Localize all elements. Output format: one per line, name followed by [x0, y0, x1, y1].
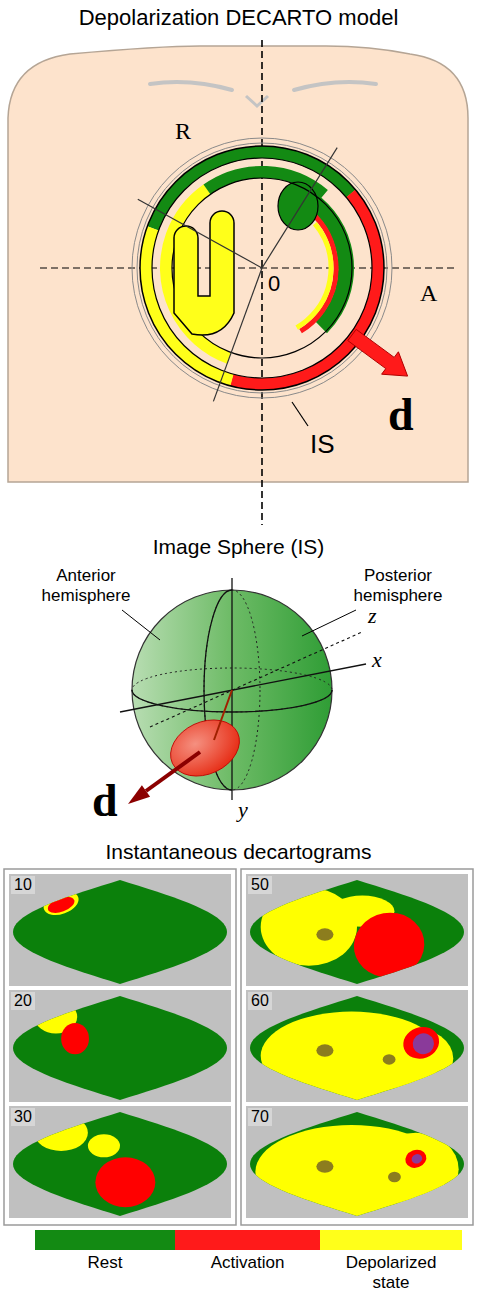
collarbone [150, 82, 232, 90]
region-letter: R [175, 118, 191, 144]
panel-background [9, 1106, 231, 1218]
decartogram-panel: 20 [9, 990, 231, 1102]
rest-band [113, 119, 410, 416]
map-region [349, 907, 430, 983]
depolarized-band [120, 126, 404, 410]
rest-area [13, 1112, 227, 1216]
panel-background [9, 874, 231, 986]
decartogram-panel: 60 [246, 990, 468, 1102]
map-region [34, 1115, 88, 1151]
axis-label: z [368, 604, 377, 628]
decartogram-panel: 70 [246, 1106, 468, 1218]
legend-swatch [35, 1230, 175, 1250]
decartogram-map [246, 990, 468, 1102]
vector-label: d [92, 778, 118, 824]
z-axis [150, 632, 362, 727]
map-region [410, 1153, 423, 1165]
decartogram-panel: 10 [9, 874, 231, 986]
x-axis [120, 664, 366, 712]
map-region [40, 887, 81, 919]
map-region [316, 1160, 333, 1172]
panel-background [9, 990, 231, 1102]
y-axis [231, 578, 232, 800]
leader-line [122, 610, 160, 640]
dipole-arrow [348, 329, 408, 376]
panel-frame [241, 869, 473, 1225]
origin-label: 0 [268, 272, 280, 296]
decartogram-map [9, 874, 231, 986]
map-region [88, 1134, 120, 1157]
axis-label: x [372, 648, 382, 672]
legend-label: Depolarized state [336, 1253, 446, 1292]
section-heading: Instantaneous decartograms [0, 840, 477, 863]
hemisphere-label: Anterior hemisphere [30, 566, 142, 605]
map-region [61, 1023, 89, 1054]
time-label: 50 [248, 876, 272, 894]
panel-frame [4, 869, 236, 1225]
rest-area [13, 996, 227, 1100]
rest-band [128, 134, 395, 401]
activation-band [99, 105, 426, 432]
map-region [388, 1172, 401, 1182]
map-region [95, 1157, 155, 1207]
sphere-label: IS [310, 430, 335, 459]
time-label: 10 [11, 876, 35, 894]
decartogram-map [9, 1106, 231, 1218]
vertical-axis [261, 40, 263, 525]
map-region [399, 1022, 444, 1064]
sector-boundary [262, 148, 337, 268]
legend-label: Activation [175, 1253, 320, 1273]
sector-boundary [138, 199, 262, 268]
axis-label: y [238, 798, 248, 822]
time-label: 20 [11, 992, 35, 1010]
decartogram-panel: 30 [9, 1106, 231, 1218]
map-region [46, 894, 77, 916]
vector-label: d [388, 392, 414, 438]
panel-background [246, 990, 468, 1102]
figure-title: Depolarization DECARTO model [0, 6, 477, 30]
map-region [383, 1054, 396, 1064]
rest-area [13, 880, 227, 984]
legend-swatch [320, 1230, 462, 1250]
time-label: 60 [248, 992, 272, 1010]
time-label: 30 [11, 1108, 35, 1126]
decartogram-map [9, 990, 231, 1102]
panel-background [246, 874, 468, 986]
map-region [410, 1030, 437, 1057]
map-region [316, 1044, 333, 1056]
depolarized-region [174, 211, 234, 335]
map-region [373, 1133, 459, 1206]
collarbone [294, 82, 376, 90]
legend-label: Rest [35, 1253, 175, 1273]
map-region [403, 1147, 429, 1171]
horizontal-axis [40, 267, 455, 268]
torso-outline [8, 46, 468, 482]
decartogram-map [246, 874, 468, 986]
leader-line [292, 402, 308, 426]
section-heading: Image Sphere (IS) [0, 535, 477, 558]
dipole-line [214, 690, 232, 740]
sternal-notch [246, 96, 268, 106]
rest-hook-head [278, 182, 318, 230]
legend-swatch [175, 1230, 320, 1250]
sector-boundary [213, 268, 262, 401]
rest-area [250, 996, 464, 1100]
dipole-arrow [146, 752, 200, 791]
leader-line [302, 610, 356, 636]
decartogram-map [246, 1106, 468, 1218]
hemisphere-label: Posterior hemisphere [338, 566, 458, 605]
region-letter: A [420, 280, 437, 306]
rest-area [250, 880, 464, 984]
time-label: 70 [248, 1108, 272, 1126]
activation-spot [161, 709, 248, 787]
decartogram-panel: 50 [246, 874, 468, 986]
panel-background [246, 1106, 468, 1218]
dipole-arrowhead [128, 785, 150, 804]
map-region [316, 928, 333, 940]
